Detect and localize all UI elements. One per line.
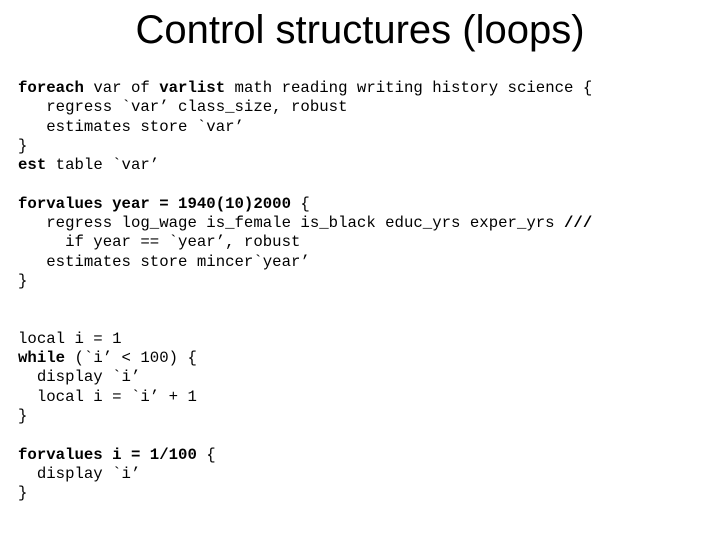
code-text: local i = `i’ + 1 [18, 387, 197, 406]
code-keyword: varlist [159, 79, 226, 97]
code-block-forvalues-range-loop: forvalues i = 1/100 { display `i’} [18, 446, 714, 504]
code-text: table `var’ [46, 156, 160, 175]
code-text: display `i’ [18, 464, 141, 483]
code-text: } [18, 136, 28, 155]
code-text: math reading writing history science { [225, 79, 593, 97]
code-text: { [196, 445, 216, 464]
code-text: } [18, 484, 28, 503]
code-text: local i = 1 [18, 329, 122, 348]
code-line: while (`i’ < 100) { [18, 349, 714, 368]
code-text: { [291, 194, 310, 213]
code-line: display `i’ [18, 465, 714, 484]
code-text: (`i’ < 100) { [65, 349, 197, 368]
code-keyword: forvalues year = 1940(10)2000 [18, 194, 292, 213]
code-line: forvalues year = 1940(10)2000 { [18, 195, 714, 214]
code-keyword: est [18, 156, 47, 175]
code-line: foreach var of varlist math reading writ… [18, 79, 714, 98]
slide-title: Control structures (loops) [135, 8, 585, 52]
code-line: } [18, 407, 714, 426]
code-line: local i = `i’ + 1 [18, 388, 714, 407]
code-text: regress `var’ class_size, robust [18, 98, 348, 117]
code-keyword: forvalues i = 1/100 [18, 445, 197, 464]
code-text: regress log_wage is_female is_black educ… [18, 214, 565, 233]
block-gap [18, 175, 714, 194]
code-line: local i = 1 [18, 330, 714, 349]
code-line: if year == `year’, robust [18, 233, 714, 252]
code-line: est table `var’ [18, 156, 714, 175]
code-text: display `i’ [18, 368, 141, 387]
code-line: regress `var’ class_size, robust [18, 98, 714, 117]
code-line: } [18, 272, 714, 291]
code-text: estimates store `var’ [18, 117, 244, 136]
code-keyword: foreach [18, 79, 84, 97]
code-area: foreach var of varlist math reading writ… [18, 79, 714, 504]
block-gap [18, 291, 714, 330]
code-text: if year == `year’, robust [18, 233, 301, 252]
code-line: forvalues i = 1/100 { [18, 446, 714, 465]
code-line: estimates store `var’ [18, 118, 714, 137]
code-line: display `i’ [18, 368, 714, 387]
code-text: } [18, 271, 28, 290]
code-block-forvalues-year-loop: forvalues year = 1940(10)2000 { regress … [18, 195, 714, 291]
code-line: estimates store mincer`year’ [18, 253, 714, 272]
code-text: } [18, 407, 28, 426]
code-line: regress log_wage is_female is_black educ… [18, 214, 714, 233]
code-line: } [18, 484, 714, 503]
code-line: } [18, 137, 714, 156]
code-text: estimates store mincer`year’ [18, 252, 310, 271]
code-keyword: /// [564, 214, 593, 233]
code-block-foreach-loop: foreach var of varlist math reading writ… [18, 79, 714, 175]
block-gap [18, 426, 714, 445]
code-text: var of [83, 79, 160, 97]
code-keyword: while [18, 349, 66, 368]
